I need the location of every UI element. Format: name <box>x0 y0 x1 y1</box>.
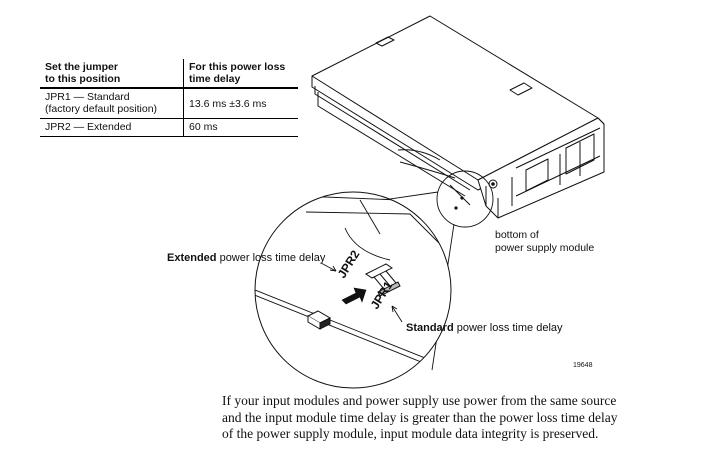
extended-delay-label: Extended power loss time delay <box>167 252 326 264</box>
jumper-clip <box>306 310 332 330</box>
paragraph-line: If your input modules and power supply u… <box>222 393 617 408</box>
magnified-jumper-view: JPR2 JPR1 <box>254 191 452 389</box>
standard-delay-label: Standard power loss time delay <box>406 322 563 334</box>
figure-number: 19648 <box>573 362 593 369</box>
cell-time-delay: 13.6 ms ±3.6 ms <box>183 88 298 119</box>
jpr2-header-pins <box>365 263 401 297</box>
paragraph-line: of the power supply module, input module… <box>222 426 599 441</box>
cell-time-delay: 60 ms <box>183 118 298 137</box>
header-jumper-position: Set the jumper to this position <box>45 61 121 85</box>
table-header-row: Set the jumper to this position For this… <box>40 59 298 88</box>
magnify-source-circle <box>436 170 494 228</box>
jumper-table: Set the jumper to this position For this… <box>40 59 298 137</box>
power-supply-module-drawing <box>311 15 605 219</box>
cell-jumper-position: JPR1 — Standard (factory default positio… <box>45 91 158 115</box>
body-paragraph: If your input modules and power supply u… <box>222 393 692 443</box>
bottom-of-module-label: bottom of power supply module <box>495 229 595 254</box>
table-row: JPR2 — Extended 60 ms <box>40 118 298 137</box>
jumper-table-container: Set the jumper to this position For this… <box>40 59 298 137</box>
table-row: JPR1 — Standard (factory default positio… <box>40 88 298 119</box>
label-pointer-arrows <box>320 262 403 323</box>
move-direction-arrow <box>341 287 367 305</box>
paragraph-line: and the input module time delay is great… <box>222 409 618 425</box>
cell-jumper-position: JPR2 — Extended <box>45 121 132 133</box>
header-time-delay: For this power loss time delay <box>183 59 298 88</box>
